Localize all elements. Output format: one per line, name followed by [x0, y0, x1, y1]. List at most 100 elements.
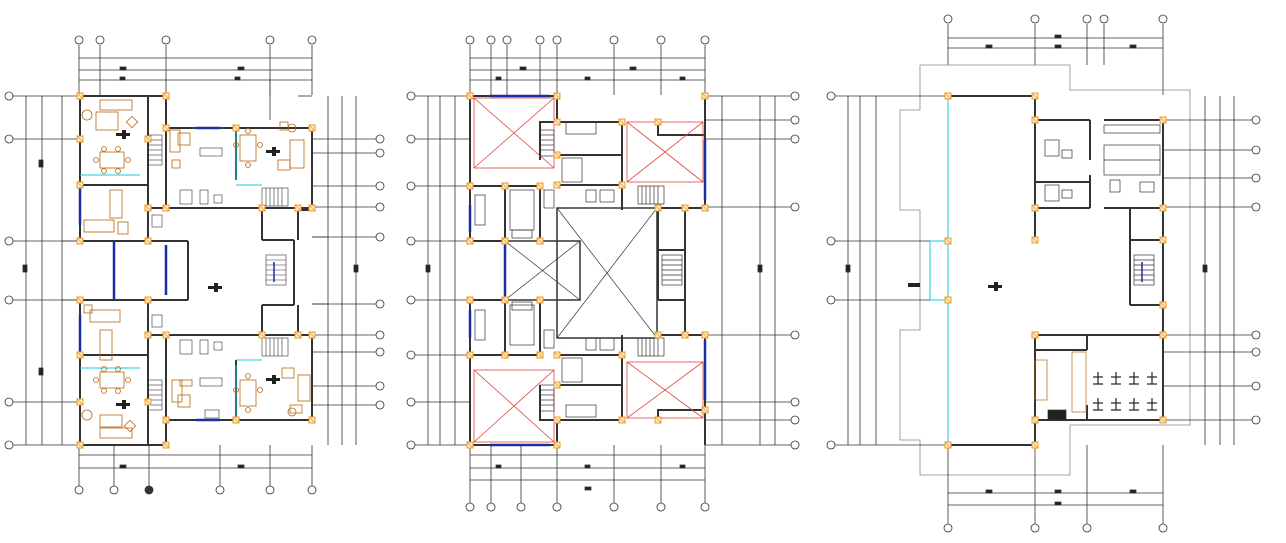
level-markers [116, 130, 280, 409]
column-marker-cross [466, 182, 474, 190]
column-marker-cross [553, 181, 561, 189]
column-marker-cross [466, 351, 474, 359]
plan-right [826, 14, 1261, 533]
grid-bubbles-bottom [74, 445, 317, 495]
grid-bubbles-bottom [465, 445, 710, 512]
column-marker-cross [308, 331, 316, 339]
slab-outline [899, 64, 1191, 476]
grid-bubbles-right [1163, 96, 1261, 445]
column-marker-cross [162, 92, 170, 100]
column-marker-cross [1031, 416, 1039, 424]
column-marker-cross [1159, 301, 1167, 309]
gym-equipment [1093, 372, 1157, 411]
plan-middle [406, 35, 800, 512]
rooms-fixtures [1034, 124, 1161, 421]
furniture [81, 99, 311, 439]
column-marker-cross [162, 124, 170, 132]
structural-columns [76, 92, 1167, 449]
column-marker-cross [144, 398, 152, 406]
column-marker-cross [501, 296, 509, 304]
column-marker-cross [654, 331, 662, 339]
dimension-lines-top [79, 57, 312, 81]
column-marker-cross [1031, 331, 1039, 339]
column-marker-cross [944, 92, 952, 100]
column-marker-cross [1031, 236, 1039, 244]
column-marker-cross [618, 351, 626, 359]
column-marker-cross [258, 204, 266, 212]
stairs [147, 134, 289, 411]
column-marker-cross [501, 182, 509, 190]
column-marker-cross [1031, 116, 1039, 124]
column-marker-cross [162, 441, 170, 449]
column-marker-cross [701, 92, 709, 100]
column-marker-cross [654, 416, 662, 424]
walls [948, 95, 1164, 446]
column-marker-cross [162, 204, 170, 212]
column-marker-cross [536, 296, 544, 304]
column-marker-cross [466, 92, 474, 100]
column-marker-cross [76, 296, 84, 304]
column-marker-cross [501, 351, 509, 359]
grid-bubbles-left [406, 91, 470, 450]
column-marker-cross [536, 237, 544, 245]
column-marker-cross [76, 92, 84, 100]
column-marker-cross [294, 204, 302, 212]
column-marker-cross [536, 182, 544, 190]
column-marker-cross [1031, 204, 1039, 212]
plan-left [4, 35, 385, 495]
grid-bubbles-bottom [943, 445, 1168, 533]
column-marker-cross [701, 406, 709, 414]
column-marker-cross [553, 351, 561, 359]
grid-bubbles-right [705, 91, 800, 450]
column-marker-cross [553, 118, 561, 126]
column-marker-cross [681, 204, 689, 212]
column-marker-cross [1159, 416, 1167, 424]
grid-bubbles-left [826, 91, 948, 450]
column-marker-cross [944, 237, 952, 245]
column-marker-cross [1159, 331, 1167, 339]
column-marker-cross [466, 237, 474, 245]
void-openings [473, 97, 704, 443]
column-marker-cross [501, 237, 509, 245]
column-marker-cross [701, 331, 709, 339]
grid-bubbles-right [312, 96, 385, 445]
column-marker-cross [232, 416, 240, 424]
column-marker-cross [553, 441, 561, 449]
column-marker-cross [466, 441, 474, 449]
column-marker-cross [1159, 236, 1167, 244]
column-marker-cross [618, 416, 626, 424]
column-marker-cross [76, 398, 84, 406]
column-marker-cross [536, 351, 544, 359]
column-marker-cross [308, 416, 316, 424]
column-marker-cross [654, 118, 662, 126]
column-marker-cross [76, 135, 84, 143]
column-marker-cross [681, 331, 689, 339]
windows [468, 94, 707, 447]
column-marker-cross [618, 118, 626, 126]
column-marker-cross [162, 416, 170, 424]
level-markers [908, 282, 1002, 291]
column-marker-cross [258, 331, 266, 339]
column-marker-cross [553, 151, 561, 159]
column-marker-cross [144, 331, 152, 339]
column-marker-cross [944, 441, 952, 449]
column-marker-cross [1031, 441, 1039, 449]
column-marker-cross [1031, 92, 1039, 100]
column-marker-cross [553, 381, 561, 389]
column-marker-cross [294, 331, 302, 339]
column-marker-cross [553, 92, 561, 100]
column-marker-cross [1159, 204, 1167, 212]
column-marker-cross [701, 204, 709, 212]
column-marker-cross [466, 296, 474, 304]
column-marker-cross [308, 124, 316, 132]
column-marker-cross [76, 351, 84, 359]
grid-bubbles-top [465, 35, 710, 95]
grid-bubbles-top [943, 14, 1168, 95]
column-marker-cross [76, 441, 84, 449]
column-marker-cross [76, 181, 84, 189]
column-marker-cross [162, 331, 170, 339]
beds-and-fixtures [474, 121, 683, 418]
column-marker-cross [618, 181, 626, 189]
